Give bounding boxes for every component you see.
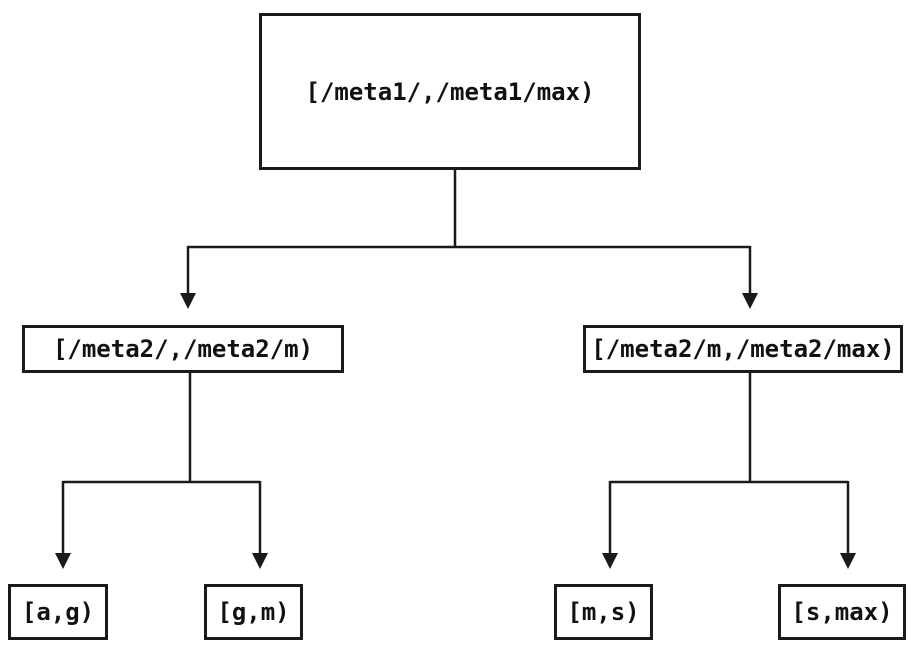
node-leaf-ag-label: [a,g) xyxy=(21,598,95,626)
node-leaf-smax: [s,max) xyxy=(778,584,906,640)
arrowhead-leaf-ms xyxy=(602,553,618,569)
node-right-mid-label: [/meta2/m,/meta2/max) xyxy=(591,335,895,363)
arrowhead-left-mid xyxy=(180,293,196,309)
node-leaf-smax-label: [s,max) xyxy=(791,598,893,626)
arrowhead-leaf-gm xyxy=(252,553,268,569)
node-right-mid: [/meta2/m,/meta2/max) xyxy=(583,325,903,373)
edge-right-mid-children xyxy=(602,373,856,569)
node-leaf-ms: [m,s) xyxy=(554,584,653,640)
node-left-mid-label: [/meta2/,/meta2/m) xyxy=(52,335,314,363)
node-root-label: [/meta1/,/meta1/max) xyxy=(305,77,595,106)
node-leaf-ag: [a,g) xyxy=(8,584,108,640)
arrowhead-right-mid xyxy=(742,293,758,309)
edge-left-mid-children xyxy=(55,373,268,569)
edge-root-children xyxy=(180,170,758,309)
node-leaf-gm: [g,m) xyxy=(204,584,303,640)
node-root: [/meta1/,/meta1/max) xyxy=(259,13,641,170)
node-leaf-ms-label: [m,s) xyxy=(567,598,640,626)
node-leaf-gm-label: [g,m) xyxy=(217,598,290,626)
arrowhead-leaf-smax xyxy=(840,553,856,569)
node-left-mid: [/meta2/,/meta2/m) xyxy=(22,325,344,373)
arrowhead-leaf-ag xyxy=(55,553,71,569)
